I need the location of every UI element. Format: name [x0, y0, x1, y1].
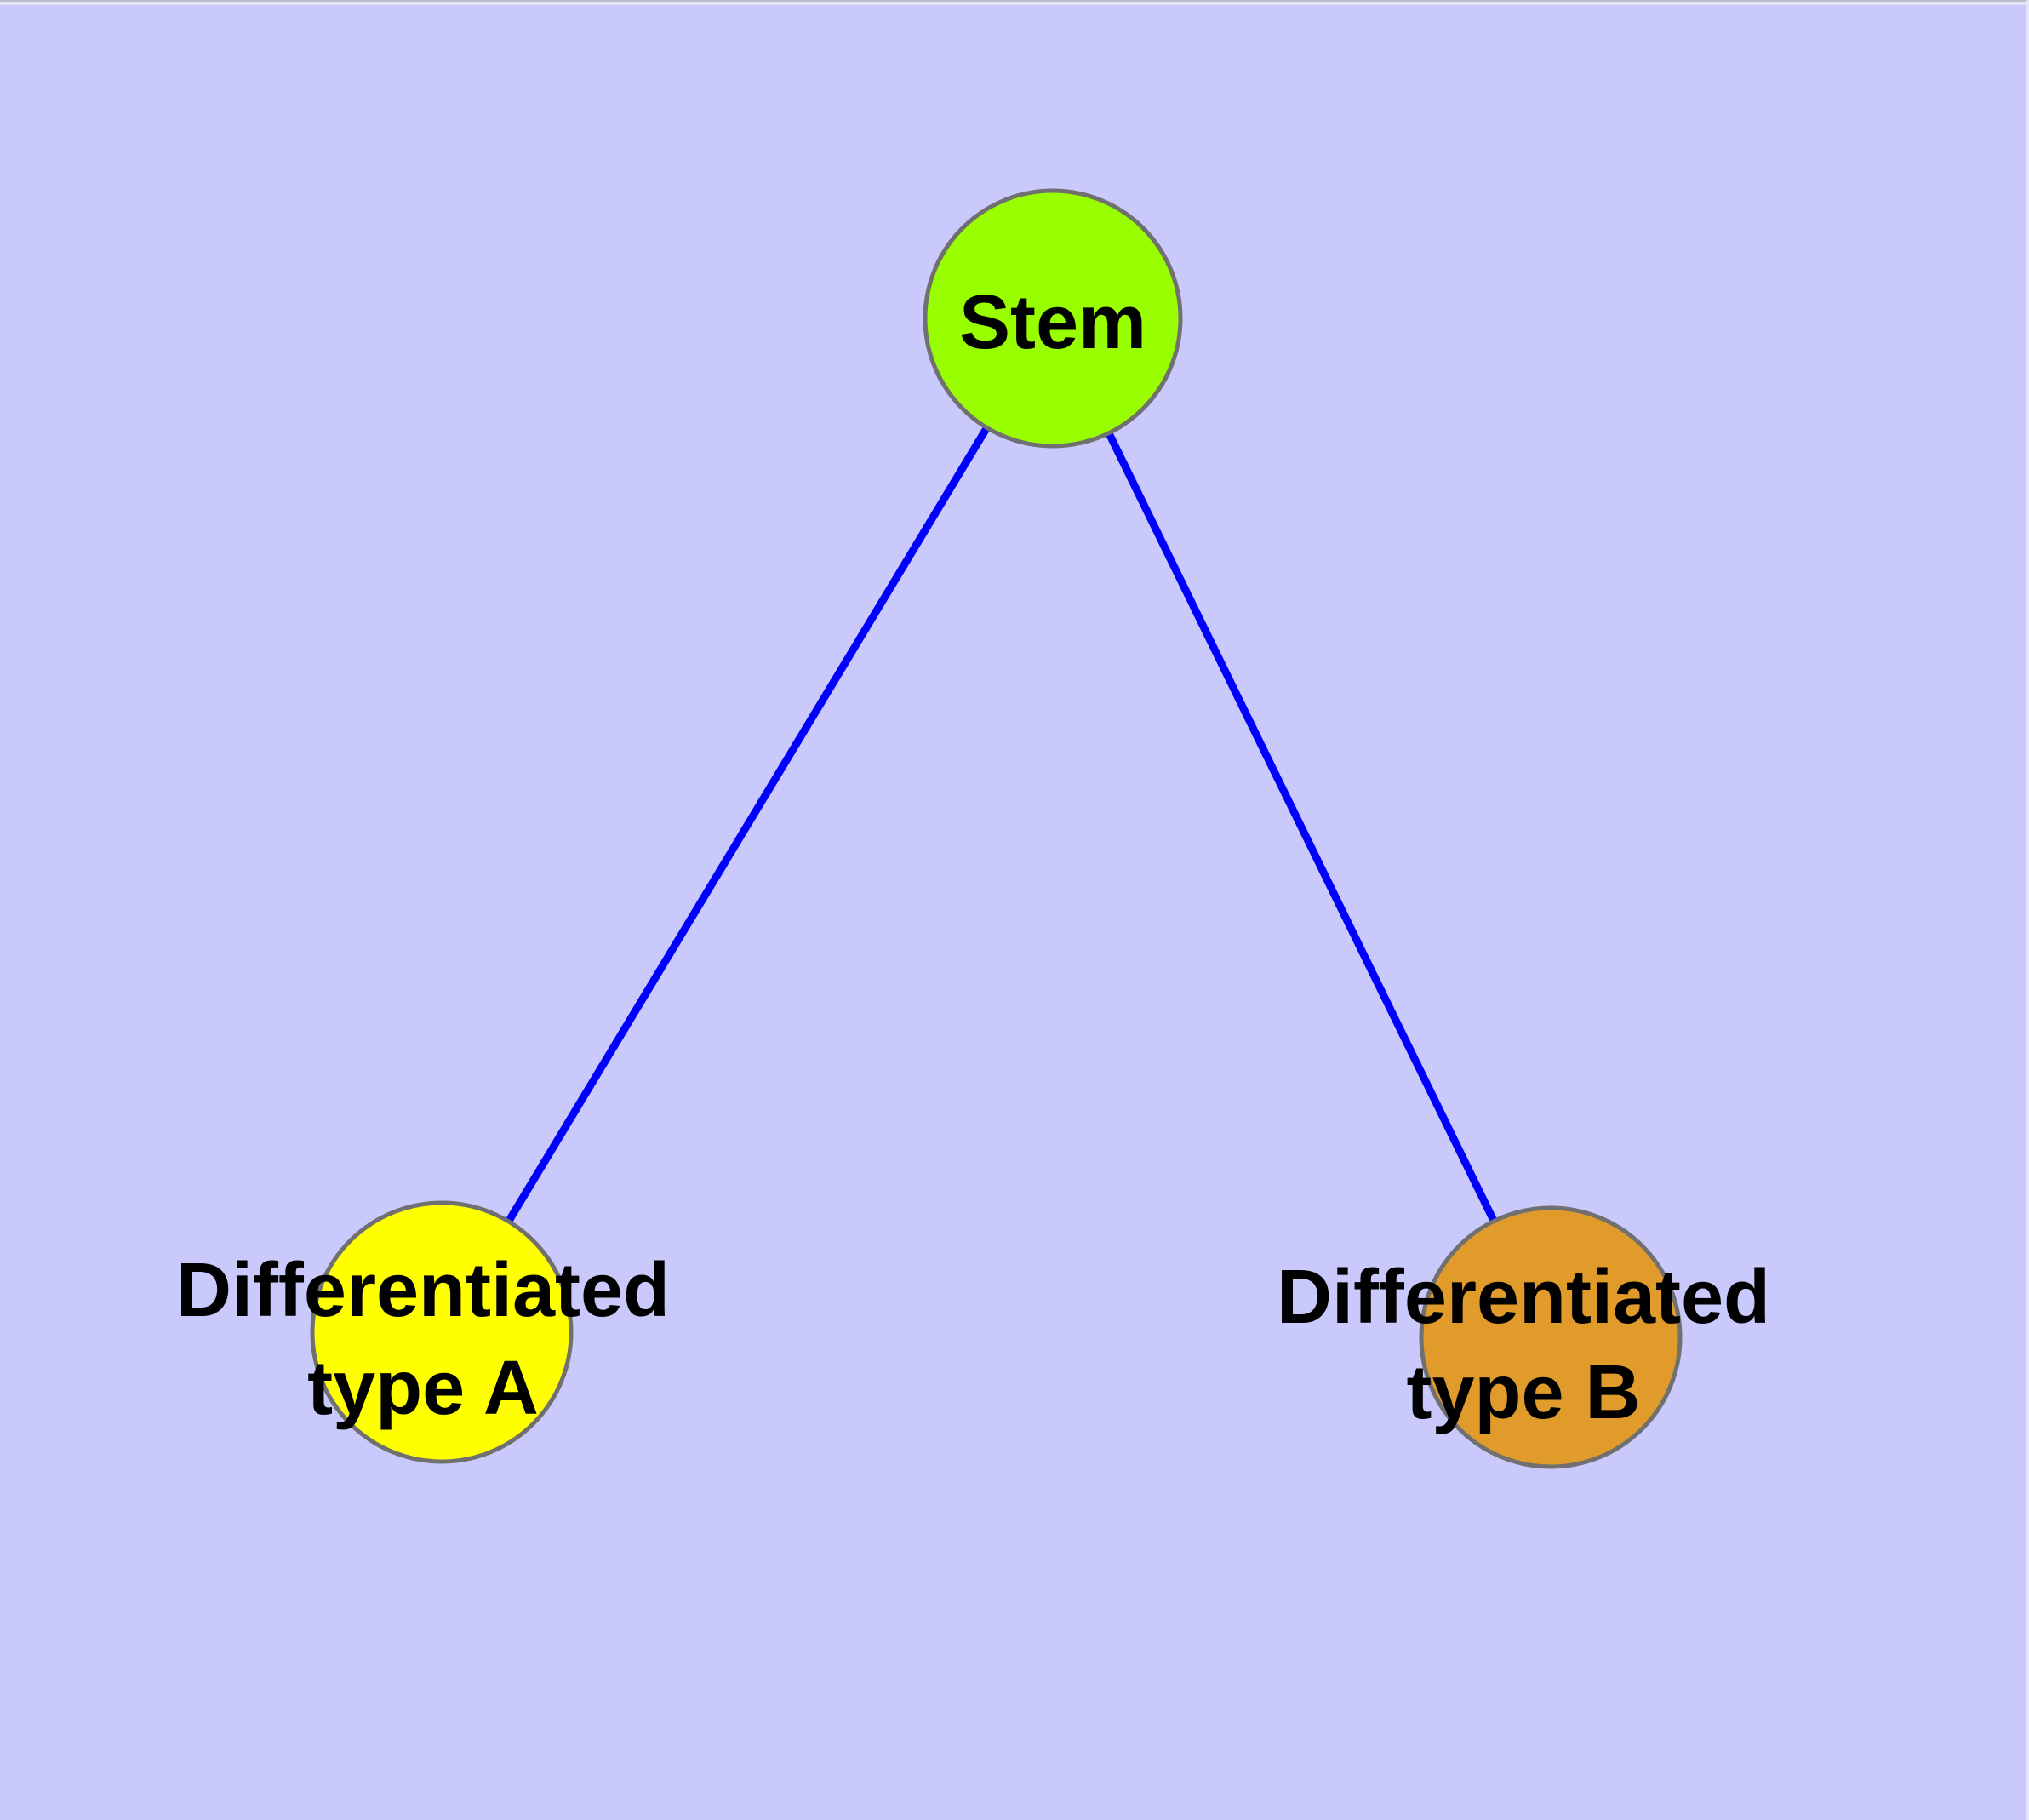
edge-stem-to-type-b — [1049, 314, 1555, 1342]
edge-stem-to-type-a — [437, 314, 1057, 1336]
node-type-a-label-line1: Differentiated — [176, 1248, 670, 1333]
node-stem-label: Stem — [959, 280, 1146, 365]
window-top-highlight — [0, 0, 2029, 5]
window-right-highlight — [2026, 0, 2029, 1820]
node-stem-circle — [923, 188, 1183, 449]
node-type-b-label-line1: Differentiated — [1277, 1255, 1770, 1340]
node-type-b-label-line2: type B — [1406, 1350, 1640, 1435]
node-type-a-circle — [310, 1200, 574, 1464]
node-type-b-circle — [1419, 1205, 1683, 1469]
node-type-a-label-line2: type A — [307, 1346, 539, 1431]
